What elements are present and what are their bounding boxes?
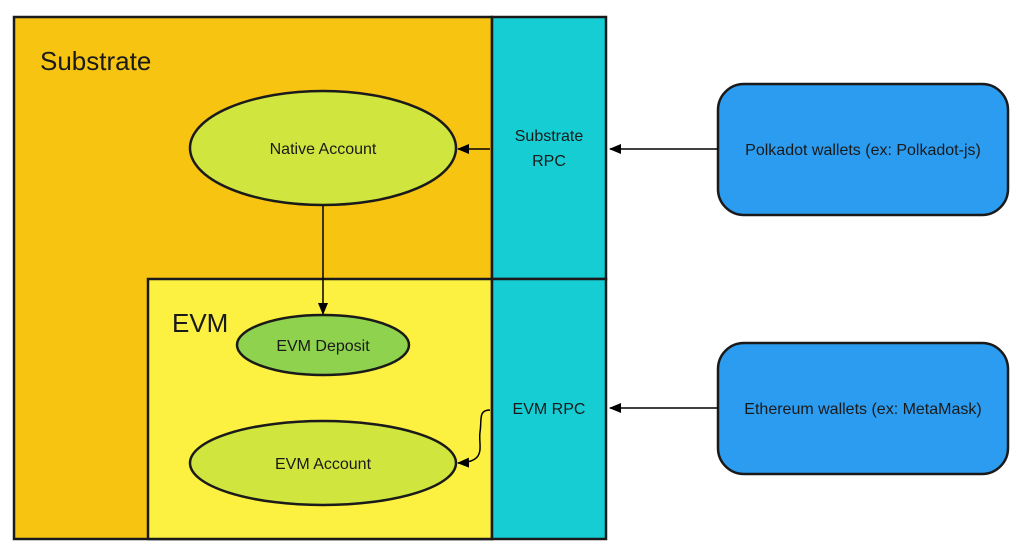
evm-account-label: EVM Account	[275, 456, 372, 473]
native-account-node	[188, 89, 458, 207]
evm-deposit-label: EVM Deposit	[276, 338, 370, 355]
native-account-label: Native Account	[270, 141, 377, 158]
evm-deposit-node	[235, 313, 411, 377]
substrate-rpc-box	[490, 15, 608, 281]
evm-account-node	[188, 419, 458, 507]
substrate-rpc-label-line1: Substrate	[515, 128, 584, 145]
ethereum-wallets-label: Ethereum wallets (ex: MetaMask)	[744, 401, 981, 418]
evm-rpc-label: EVM RPC	[513, 401, 586, 418]
evm-title: EVM	[172, 308, 228, 338]
evm-rpc-box	[490, 277, 608, 541]
substrate-title: Substrate	[40, 46, 151, 76]
polkadot-wallets-label: Polkadot wallets (ex: Polkadot-js)	[745, 142, 981, 159]
evm-rpc-to-evm-account-arrow	[457, 409, 491, 468]
substrate-rpc-label-line2: RPC	[532, 153, 566, 170]
